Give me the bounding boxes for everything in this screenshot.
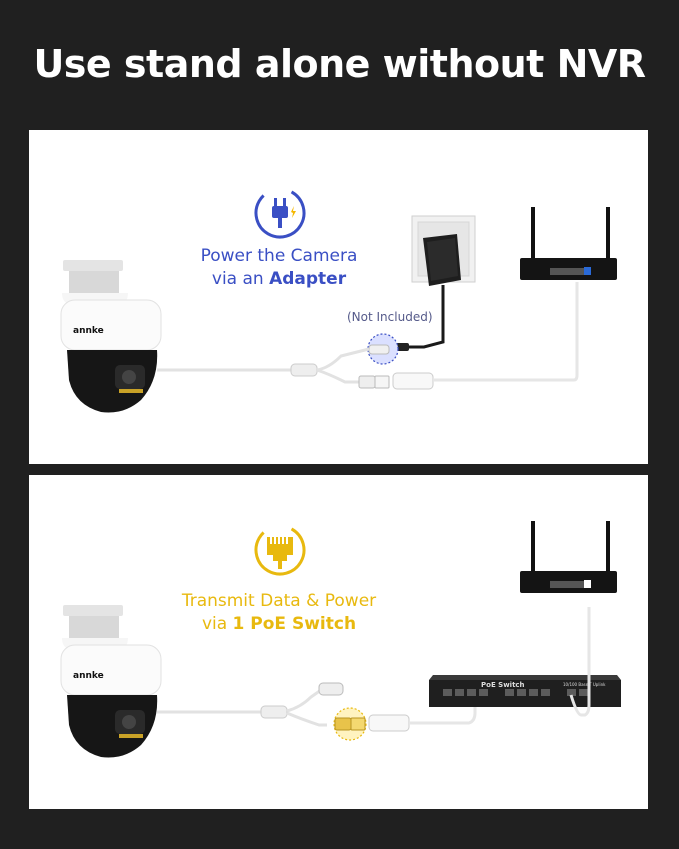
poe-switch: PoE Switch 10/100 Base-T Uplink (429, 675, 621, 707)
adapter-caption-prefix: via an (211, 269, 270, 289)
camera-cable (157, 682, 344, 727)
power-adapter (395, 234, 461, 351)
adapter-panel: annke Power the Camera via an (29, 130, 648, 464)
switch-port-label: 10/100 Base-T Uplink (563, 682, 606, 687)
power-plug-icon (254, 187, 306, 239)
poe-caption: Transmit Data & Power via 1 PoE Switch (169, 590, 389, 636)
poe-caption-prefix: via (201, 614, 233, 634)
poe-caption-bold: 1 PoE Switch (232, 614, 357, 634)
camera: annke (60, 605, 162, 758)
camera-cable (157, 282, 579, 390)
adapter-caption-bold: Adapter (269, 269, 347, 289)
uplink-cable (569, 607, 591, 717)
poe-panel: annke (29, 475, 648, 809)
adapter-caption: Power the Camera via an Adapter (189, 245, 369, 291)
not-included-note: (Not Included) (347, 310, 433, 324)
poe-caption-line1: Transmit Data & Power (181, 591, 377, 611)
camera-brand: annke (73, 326, 104, 336)
router (520, 521, 617, 593)
switch-label: PoE Switch (481, 681, 525, 689)
ethernet-port-icon (254, 524, 306, 576)
page-title: Use stand alone without NVR (33, 42, 646, 86)
camera: annke (60, 260, 162, 413)
camera-brand: annke (73, 671, 104, 681)
poe-diagram: annke (60, 521, 621, 758)
adapter-caption-line1: Power the Camera (200, 246, 358, 266)
adapter-diagram: annke (60, 187, 617, 413)
router (520, 207, 617, 280)
